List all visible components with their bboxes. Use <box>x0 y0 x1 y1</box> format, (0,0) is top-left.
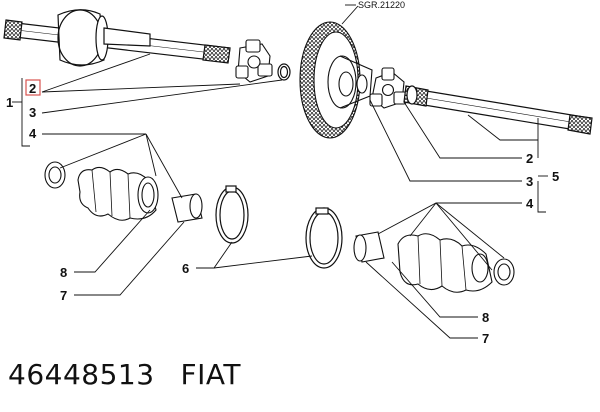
left-tripod-joint <box>235 39 273 83</box>
callout-right-boot-8: 8 <box>482 310 489 325</box>
callout-left-3: 3 <box>29 105 36 120</box>
callout-right-2: 2 <box>526 151 533 166</box>
callout-right-boot-7: 7 <box>482 331 489 346</box>
right-driveshaft <box>403 85 593 135</box>
brand-name: FIAT <box>180 358 241 391</box>
callout-right-5: 5 <box>552 169 559 184</box>
callout-left-boot-7: 7 <box>60 288 67 303</box>
callout-2-highlight <box>25 79 41 96</box>
left-snap-ring <box>277 63 291 81</box>
left-boot-kit <box>44 161 203 223</box>
callout-left-boot-8: 8 <box>60 265 67 280</box>
leader-lines <box>12 4 548 339</box>
right-tripod-joint <box>369 67 407 109</box>
callout-left-1: 1 <box>6 95 13 110</box>
reference-code-label: SGR.21220 <box>358 0 405 10</box>
band-clamps <box>215 185 343 269</box>
callout-right-3: 3 <box>526 174 533 189</box>
callout-clamps-6: 6 <box>182 261 189 276</box>
callout-left-4: 4 <box>29 126 37 141</box>
part-number: 46448513 <box>8 358 155 391</box>
left-driveshaft <box>3 9 231 67</box>
part-caption: 46448513 FIAT <box>8 358 241 398</box>
callout-left-2: 2 <box>29 81 36 96</box>
right-boot-kit <box>353 231 515 293</box>
differential-ring-gear <box>299 21 373 139</box>
callout-right-4: 4 <box>526 196 534 211</box>
